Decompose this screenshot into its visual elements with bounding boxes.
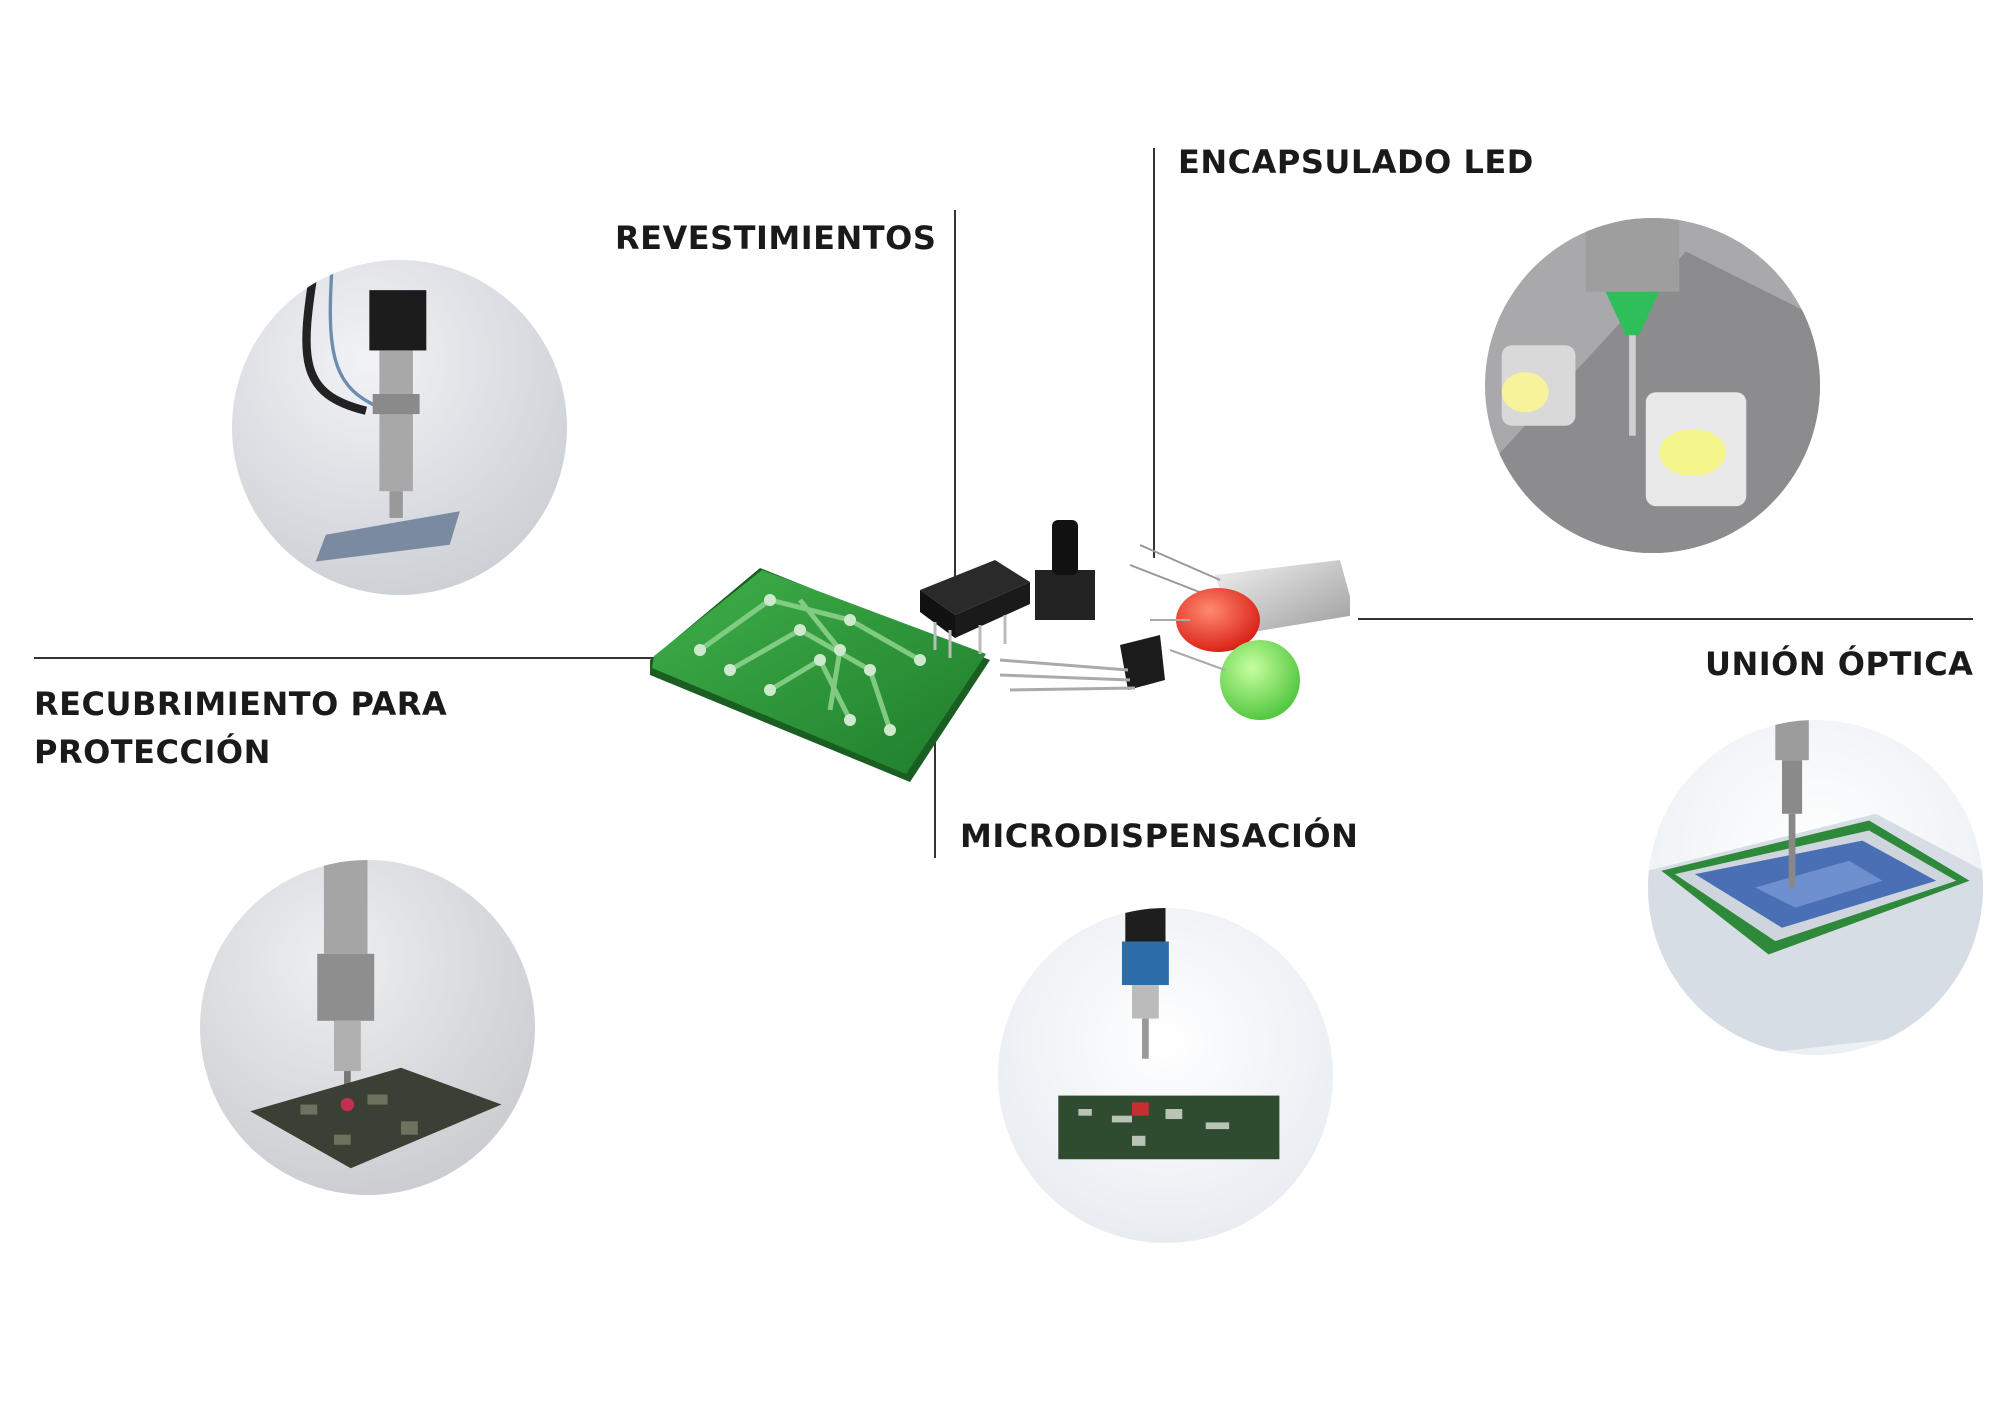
connector-line-union-optica bbox=[1358, 618, 1973, 620]
recubrimiento-dispenser-image bbox=[232, 260, 567, 595]
label-encapsulado-led: ENCAPSULADO LED bbox=[1178, 143, 1534, 181]
connector-line-encapsulado bbox=[1153, 148, 1155, 558]
label-recubrimiento-line1: RECUBRIMIENTO PARA bbox=[34, 685, 448, 723]
center-pcb-components-illustration bbox=[650, 520, 1350, 810]
label-union-optica: UNIÓN ÓPTICA bbox=[1705, 645, 1974, 683]
microdispensacion-needle-pcb-image bbox=[998, 908, 1333, 1243]
label-recubrimiento-line2: PROTECCIÓN bbox=[34, 733, 271, 771]
connector-line-microdispensacion bbox=[934, 740, 936, 858]
label-revestimientos: REVESTIMIENTOS bbox=[615, 219, 937, 257]
connector-line-revestimientos bbox=[954, 210, 956, 590]
union-optica-display-bonding-image bbox=[1648, 720, 1983, 1055]
label-microdispensacion: MICRODISPENSACIÓN bbox=[960, 817, 1359, 855]
encapsulado-led-needle-image bbox=[1485, 218, 1820, 553]
proteccion-dispenser-pcb-image bbox=[200, 860, 535, 1195]
connector-line-recubrimiento bbox=[34, 657, 664, 659]
